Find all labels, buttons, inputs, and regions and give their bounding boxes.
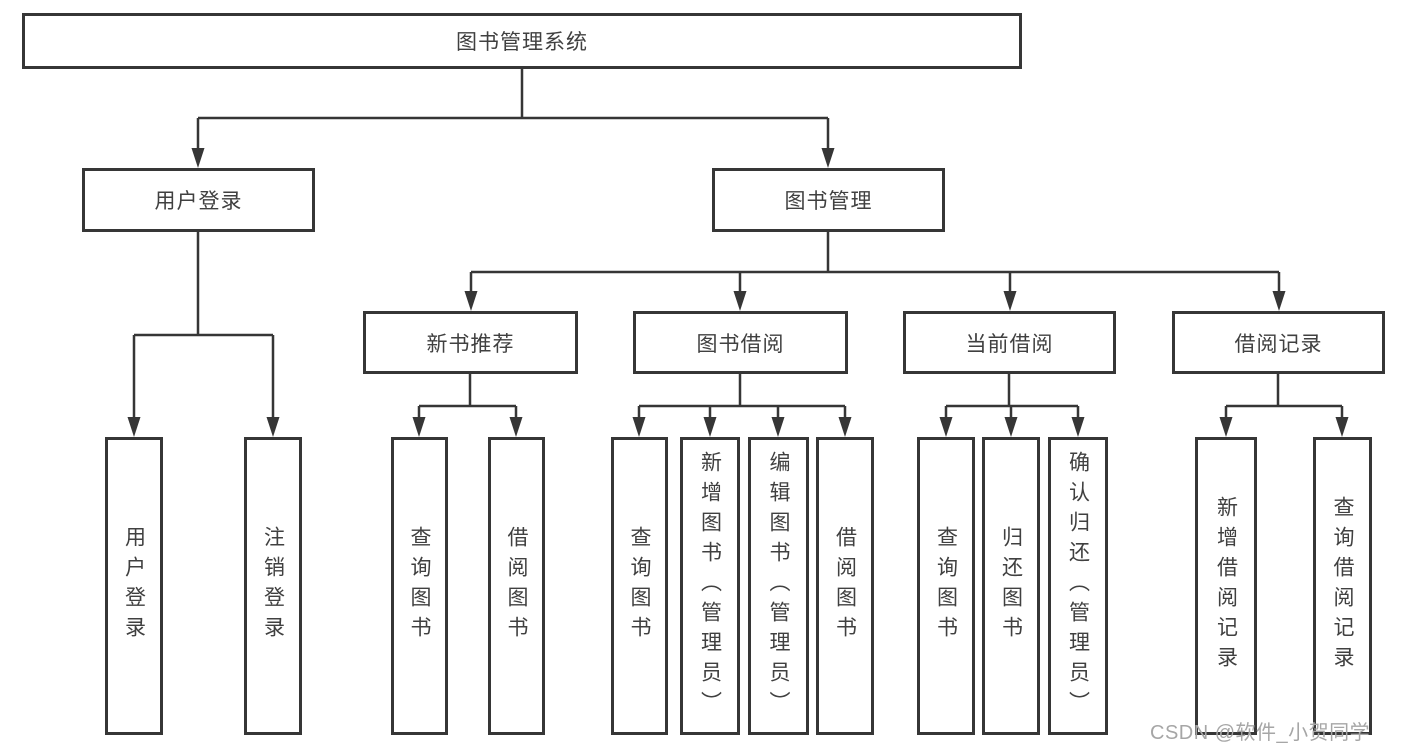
node-current-borrow-label: 当前借阅 [965,332,1054,356]
node-leaf-borrow-edit: 编辑图书（管理员） [748,437,809,735]
node-leaf-logout-label: 注销登录 [261,526,285,646]
node-book-borrow-label: 图书借阅 [696,332,785,356]
arrowhead-icons [127,148,1349,437]
node-new-book-recommend: 新书推荐 [363,311,578,374]
node-leaf-borrow-add-label: 新增图书（管理员） [698,451,722,721]
node-borrow-records: 借阅记录 [1172,311,1385,374]
node-leaf-newbook-query-label: 查询图书 [408,526,431,646]
node-book-borrow: 图书借阅 [633,311,848,374]
node-borrow-records-label: 借阅记录 [1234,332,1323,356]
node-leaf-borrow-edit-label: 编辑图书（管理员） [767,451,790,721]
node-leaf-newbook-borrow-label: 借阅图书 [505,526,528,646]
node-root: 图书管理系统 [22,13,1022,69]
connector-paths [132,69,1344,419]
node-leaf-borrow-add: 新增图书（管理员） [680,437,740,735]
node-leaf-logout: 注销登录 [244,437,302,735]
node-root-label: 图书管理系统 [456,31,588,54]
node-leaf-newbook-query: 查询图书 [391,437,448,735]
node-leaf-current-confirm: 确认归还（管理员） [1048,437,1108,735]
node-leaf-newbook-borrow: 借阅图书 [488,437,545,735]
node-leaf-records-query: 查询借阅记录 [1313,437,1372,735]
node-leaf-borrow-query: 查询图书 [611,437,668,735]
node-book-management: 图书管理 [712,168,945,232]
node-leaf-borrow-borrow-label: 借阅图书 [833,526,857,646]
watermark: CSDN @软件_小贺同学 [1150,722,1371,744]
node-user-login: 用户登录 [82,168,315,232]
node-leaf-current-query-label: 查询图书 [934,526,958,646]
node-leaf-borrow-borrow: 借阅图书 [816,437,874,735]
node-leaf-current-confirm-label: 确认归还（管理员） [1066,451,1090,721]
node-leaf-current-return: 归还图书 [982,437,1040,735]
node-leaf-user-login-label: 用户登录 [122,526,146,646]
node-leaf-records-add: 新增借阅记录 [1195,437,1257,735]
node-leaf-current-query: 查询图书 [917,437,975,735]
node-leaf-user-login: 用户登录 [105,437,163,735]
node-leaf-records-add-label: 新增借阅记录 [1214,496,1238,676]
node-new-book-recommend-label: 新书推荐 [426,332,515,356]
node-current-borrow: 当前借阅 [903,311,1116,374]
node-leaf-borrow-query-label: 查询图书 [628,526,651,646]
node-book-management-label: 图书管理 [784,190,873,213]
node-leaf-records-query-label: 查询借阅记录 [1331,496,1354,676]
node-user-login-label: 用户登录 [154,190,243,213]
node-leaf-current-return-label: 归还图书 [999,526,1023,646]
